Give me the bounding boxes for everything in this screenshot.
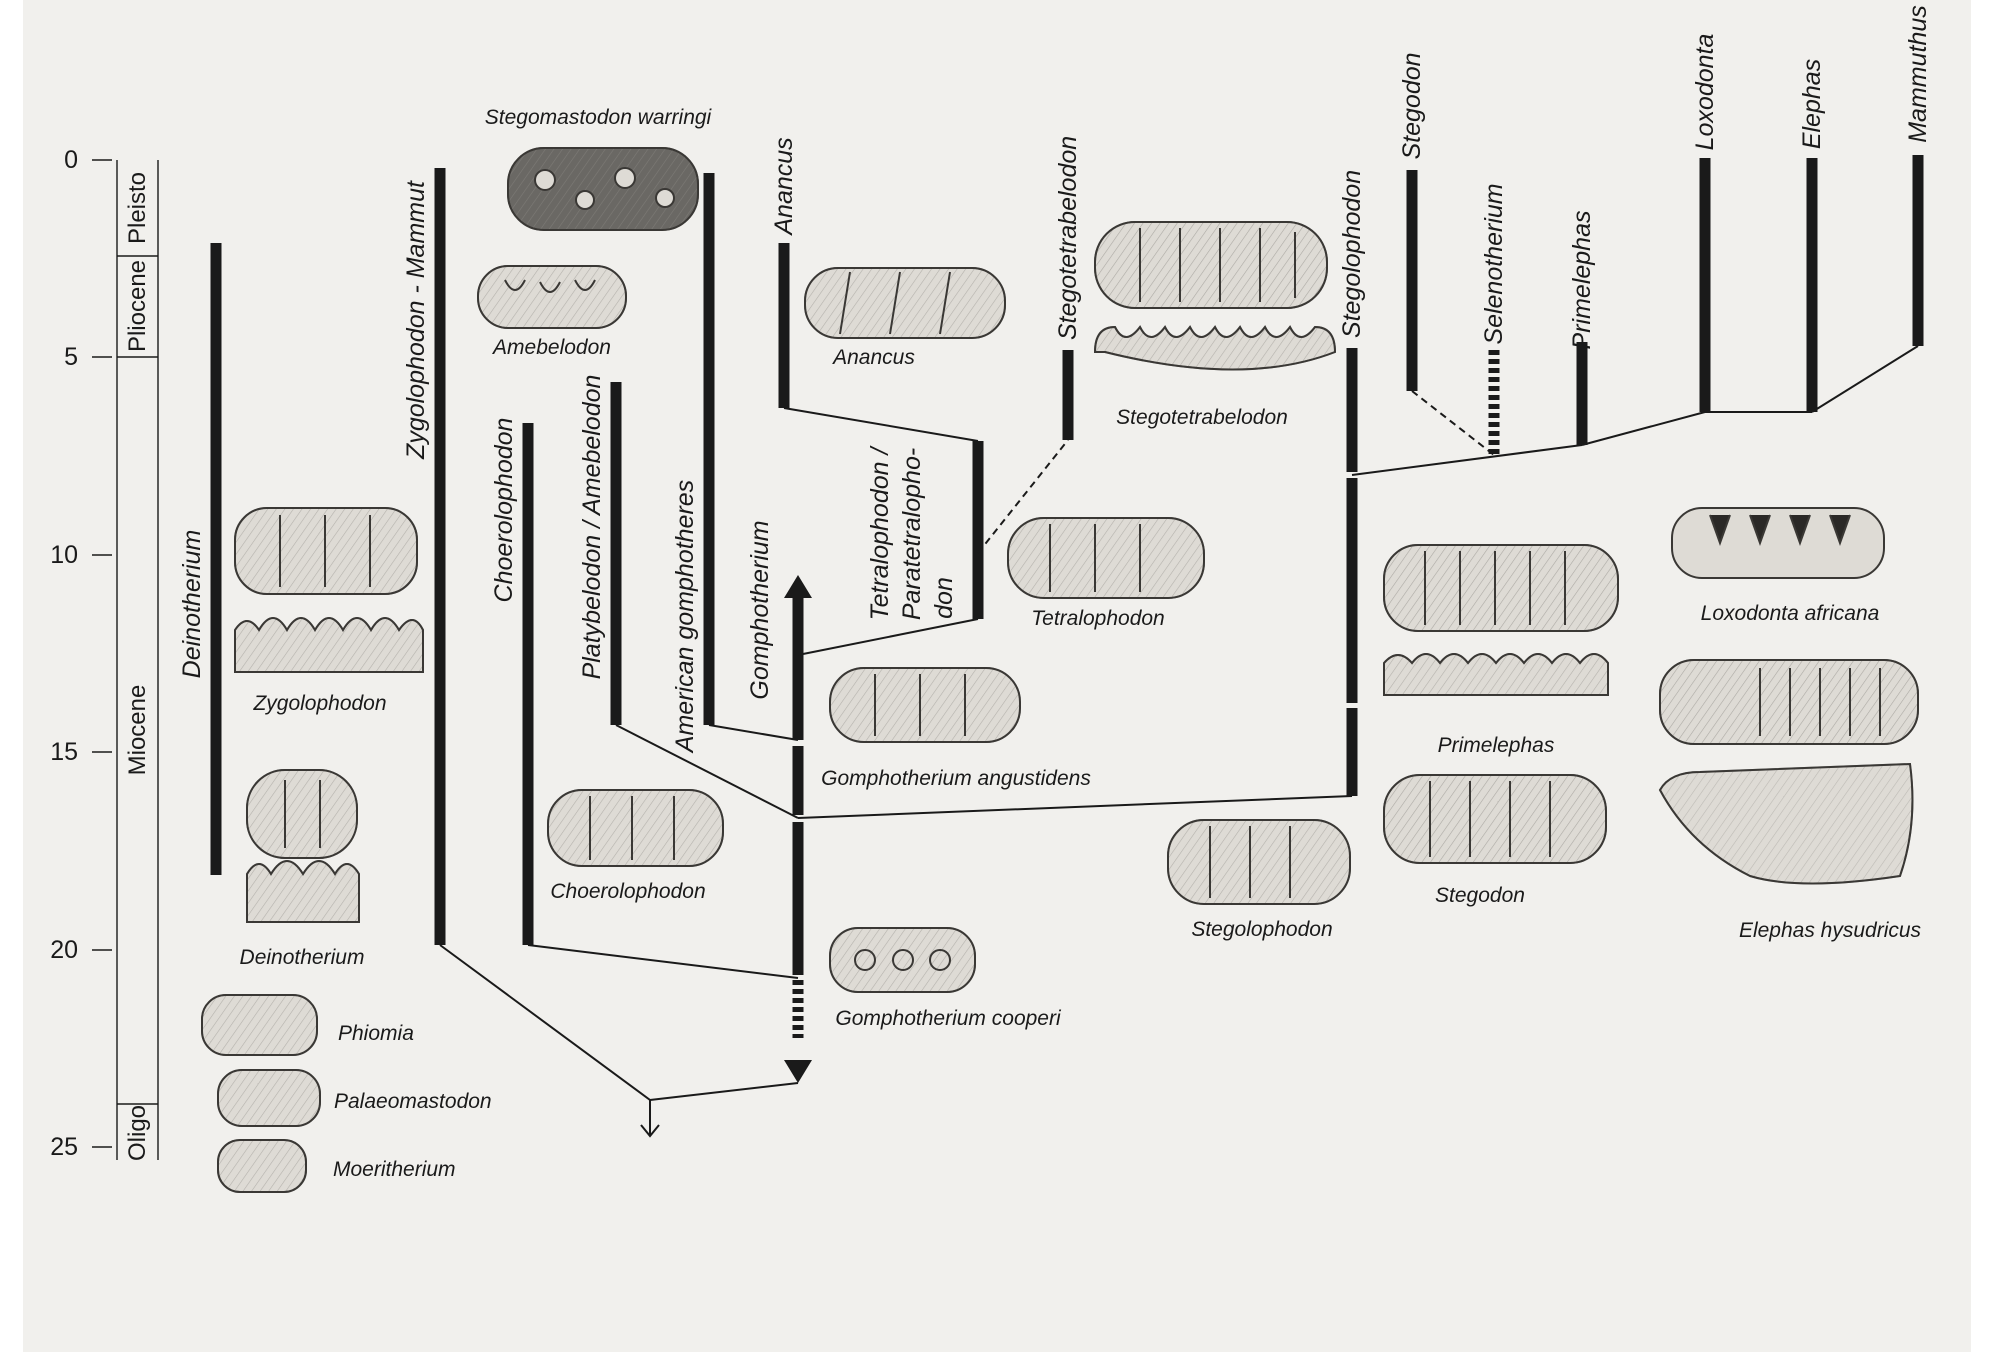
caption-anancus: Anancus (831, 346, 915, 369)
caption-gomphotherium-cooperi: Gomphotherium cooperi (835, 1007, 1062, 1030)
tooth-primelephas-crown (1383, 544, 1619, 632)
tooth-stegolophodon (1167, 819, 1351, 905)
tick-10: 10 (50, 541, 78, 569)
caption-stegotetrabelodon: Stegotetrabelodon (1116, 406, 1288, 429)
lineage-label-zygolophodon-mammut: Zygolophodon - Mammut (402, 180, 430, 460)
caption-loxodonta-africana: Loxodonta africana (1701, 602, 1880, 625)
tooth-stegotetrabelodon-side (1093, 325, 1337, 371)
epoch-pleistocene: Pleisto (124, 172, 151, 244)
tooth-elephas-hysudricus-crown (1659, 659, 1919, 745)
tooth-primelephas-side (1383, 653, 1609, 696)
epoch-pliocene: Pliocene (124, 260, 151, 352)
epoch-miocene: Miocene (124, 685, 151, 776)
lineage-label-stegolophodon: Stegolophodon (1338, 170, 1366, 338)
time-axis (92, 159, 159, 1160)
tooth-moeritherium (217, 1139, 307, 1193)
tooth-tetralophodon (1007, 517, 1205, 599)
caption-stegomastodon-warringi: Stegomastodon warringi (485, 106, 713, 129)
tooth-stegomastodon-warringi (507, 147, 699, 231)
tooth-captions: Stegomastodon warringi Amebelodon Anancu… (240, 106, 1922, 1181)
caption-stegodon: Stegodon (1435, 884, 1525, 907)
lineage-label-anancus: Anancus (770, 137, 798, 236)
caption-elephas-hysudricus: Elephas hysudricus (1739, 919, 1922, 942)
dashed-branch-lines (977, 390, 1495, 554)
tooth-zygolophodon-crown (234, 507, 418, 595)
lineage-label-elephas: Elephas (1798, 59, 1826, 149)
lineage-label-tetralophodon-line3: don (930, 577, 958, 619)
lineage-label-tetralophodon-line2: Paratetralopho- (898, 448, 926, 620)
tooth-palaeomastodon (217, 1069, 321, 1127)
caption-choerolophodon: Choerolophodon (550, 880, 705, 903)
caption-zygolophodon: Zygolophodon (252, 692, 386, 715)
lineage-label-gomphotherium: Gomphotherium (746, 520, 774, 699)
lineage-label-mammuthus: Mammuthus (1904, 5, 1932, 143)
tick-20: 20 (50, 936, 78, 964)
tooth-loxodonta-africana (1671, 507, 1885, 579)
arrow-up-icon (784, 575, 812, 598)
tooth-deinotherium-crown (246, 769, 358, 859)
lineage-label-platybelodon: Platybelodon / Amebelodon (578, 375, 606, 680)
epoch-oligocene: Oligo (124, 1105, 151, 1161)
tick-5: 5 (64, 343, 78, 371)
tooth-illustrations (201, 147, 1919, 1193)
tooth-amebelodon (477, 265, 627, 329)
lineage-label-tetralophodon-line1: Tetralophodon / (866, 445, 894, 621)
lineage-label-tetralophodon: Tetralophodon / Paratetralopho- don (866, 445, 958, 621)
tooth-gomphotherium-angustidens (829, 667, 1021, 743)
epoch-labels: Pleisto Pliocene Miocene Oligo (124, 172, 151, 1161)
arrow-down-icon (784, 1060, 812, 1083)
lineage-labels: Deinotherium Zygolophodon - Mammut Choer… (178, 5, 1932, 754)
caption-phiomia: Phiomia (338, 1022, 414, 1045)
lineage-label-selenotherium: Selenotherium (1480, 183, 1508, 344)
tick-0: 0 (64, 146, 78, 174)
tooth-choerolophodon (547, 789, 724, 867)
caption-tetralophodon: Tetralophodon (1031, 607, 1165, 630)
caption-deinotherium: Deinotherium (240, 946, 365, 969)
lineage-label-stegodon: Stegodon (1398, 52, 1426, 159)
caption-stegolophodon: Stegolophodon (1191, 918, 1332, 941)
caption-amebelodon: Amebelodon (491, 336, 611, 359)
caption-primelephas: Primelephas (1438, 734, 1555, 757)
tooth-deinotherium-side (246, 860, 360, 923)
tooth-elephas-hysudricus-side (1658, 762, 1914, 885)
tooth-phiomia (201, 994, 318, 1056)
lineage-label-loxodonta: Loxodonta (1691, 34, 1719, 151)
tooth-stegotetrabelodon-crown (1094, 221, 1328, 309)
tick-25: 25 (50, 1133, 78, 1161)
time-axis-ticks: 0 5 10 15 20 25 (50, 146, 78, 1161)
lineage-label-american-gomphotheres: American gomphotheres (671, 480, 699, 754)
lineage-label-deinotherium: Deinotherium (178, 530, 206, 679)
lineage-label-primelephas: Primelephas (1568, 211, 1596, 350)
range-bars (210, 155, 1924, 945)
lineage-label-stegotetrabelodon: Stegotetrabelodon (1054, 136, 1082, 340)
tick-15: 15 (50, 738, 78, 766)
caption-gomphotherium-angustidens: Gomphotherium angustidens (821, 767, 1091, 790)
caption-palaeomastodon: Palaeomastodon (334, 1090, 492, 1113)
tooth-gomphotherium-cooperi (829, 927, 976, 993)
tooth-anancus (804, 267, 1006, 339)
caption-moeritherium: Moeritherium (333, 1158, 456, 1181)
tooth-stegodon (1383, 774, 1607, 864)
lineage-label-choerolophodon: Choerolophodon (490, 418, 518, 603)
branch-lines (439, 345, 1919, 1138)
tooth-zygolophodon-side (234, 617, 424, 673)
